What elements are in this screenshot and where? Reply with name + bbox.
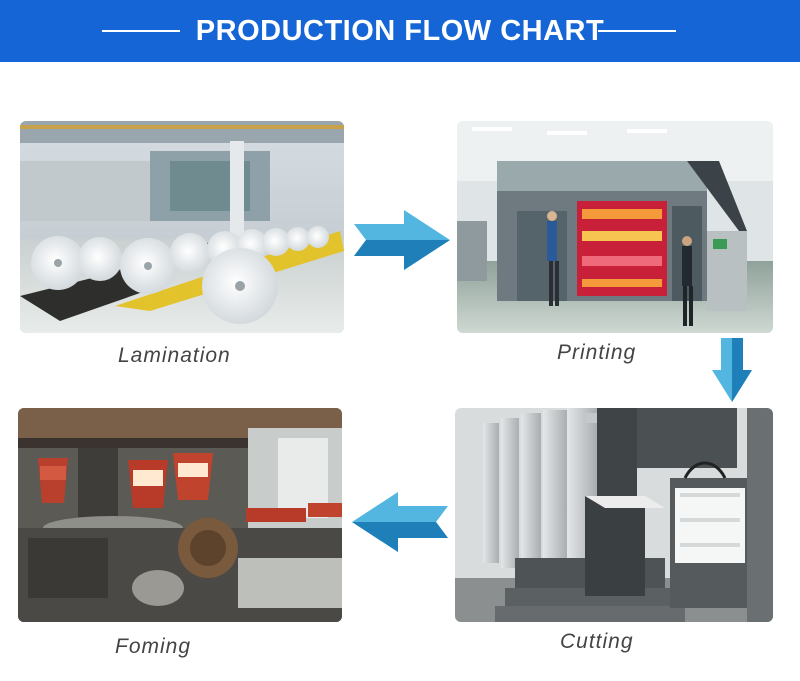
page-title: PRODUCTION FLOW CHART bbox=[195, 15, 605, 47]
printing-photo bbox=[457, 121, 773, 333]
right-arrow-icon bbox=[354, 210, 450, 270]
banner-divider-left bbox=[102, 30, 180, 32]
step-label-printing: Printing bbox=[557, 341, 637, 364]
banner-divider-right bbox=[598, 30, 676, 32]
step-label-foming: Foming bbox=[115, 635, 192, 658]
left-arrow-icon bbox=[352, 492, 448, 552]
foming-photo bbox=[18, 408, 342, 622]
cutting-photo bbox=[455, 408, 773, 622]
down-arrow-icon bbox=[712, 338, 752, 402]
step-label-lamination: Lamination bbox=[118, 344, 231, 367]
lamination-photo bbox=[20, 121, 344, 333]
step-label-cutting: Cutting bbox=[560, 630, 634, 653]
